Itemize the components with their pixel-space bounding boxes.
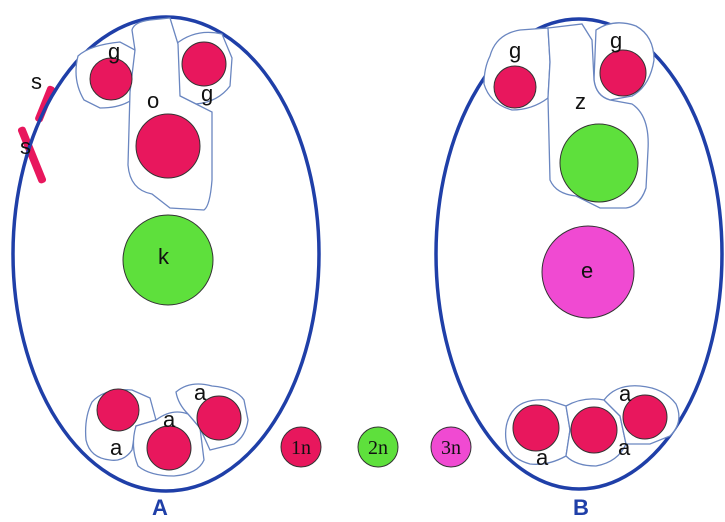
legend-3n-label: 3n [441,437,461,459]
label-a-top: a [619,381,632,406]
egg-nucleus [135,113,201,179]
label-z: z [575,89,586,114]
legend-1n-label: 1n [291,437,311,459]
label-o: o [147,88,159,113]
s-mark-top [35,85,55,123]
antipodal-nucleus-middle [570,406,618,454]
s-marks [17,85,55,184]
legend-2n-label: 2n [368,437,388,459]
antipodal-nucleus-left [96,388,140,432]
label-a-middle: a [163,407,176,432]
endosperm-nucleus-e [541,225,635,319]
panel-b-title: B [573,495,589,520]
label-e: e [581,258,593,283]
antipodal-nucleus-left [512,404,560,452]
label-a-bottom-left: a [536,445,549,470]
antipodal-nucleus-right [622,394,668,440]
embryo-sac-a-outline [11,15,321,493]
central-nucleus-k [122,214,214,306]
synergid-nucleus-left [89,57,133,101]
embryo-sac-b-outline [434,17,724,491]
legend-1n-dot [280,426,322,468]
s-mark-bottom [17,126,47,184]
zygote-nucleus [559,123,639,203]
panel-a-title: A [152,495,168,520]
label-s-bottom: s [20,134,31,159]
synergid-nucleus-left [493,65,537,109]
label-a-top-right: a [194,380,207,405]
label-g-right: g [610,28,622,53]
antipodal-nucleus-right [196,395,242,441]
synergid-nucleus-right [181,41,227,87]
synergid-nucleus-right [599,49,647,97]
label-a-bottom-right: a [618,435,631,460]
antipodal-nucleus-middle [146,425,192,471]
panel-b: g g z e a a a B [434,17,724,520]
legend-3n-dot [430,426,472,468]
label-g-left: g [509,38,521,63]
panel-a: g g o k s s a a a A [11,15,321,520]
label-k: k [158,244,170,269]
label-a-bottom-left: a [110,435,123,460]
ploidy-legend: 1n 2n 3n [280,426,472,468]
label-s-top: s [31,69,42,94]
label-g-left: g [108,39,120,64]
legend-2n-dot [357,426,399,468]
label-g-right: g [201,81,213,106]
